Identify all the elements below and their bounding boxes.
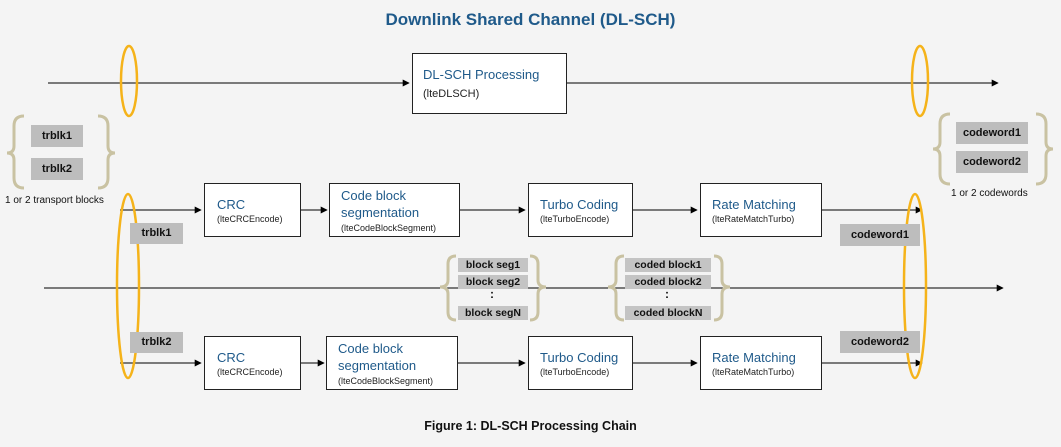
output-codeword1: codeword1 (956, 122, 1028, 144)
chain1-turbo-box: Turbo Coding (lteTurboEncode) (528, 183, 633, 237)
chain2-cbs-func: (lteCodeBlockSegment) (338, 376, 434, 386)
chain2-turbo-label: Turbo Coding (540, 350, 619, 365)
chain1-cbs-label-line1: Code block (341, 188, 407, 203)
coded-block-n: coded blockN (625, 306, 711, 320)
chain1-crc-label: CRC (217, 197, 246, 212)
blockseg-right-brace (529, 254, 547, 322)
chain2-crc-label: CRC (217, 350, 246, 365)
blockseg-left-brace (439, 254, 457, 322)
codedblock-left-brace (607, 254, 625, 322)
chain2-output-label: codeword2 (840, 331, 920, 353)
coded-block-1: coded block1 (625, 258, 711, 272)
chain2-cbs-label-line2: segmentation (338, 358, 417, 373)
bottom-right-ellipse (902, 192, 928, 380)
chain1-turbo-func: (lteTurboEncode) (540, 214, 610, 224)
top-right-ellipse (910, 44, 930, 118)
chain2-crc-box: CRC (lteCRCEncode) (204, 336, 301, 390)
chain1-rm-func: (lteRateMatchTurbo) (712, 214, 795, 224)
chain2-cbs-label-line1: Code block (338, 341, 404, 356)
coded-block-2: coded block2 (625, 275, 711, 289)
chain1-input-label: trblk1 (130, 223, 183, 244)
top-left-ellipse (119, 44, 139, 118)
chain1-crc-box: CRC (lteCRCEncode) (204, 183, 301, 237)
chain2-turbo-box: Turbo Coding (lteTurboEncode) (528, 336, 633, 390)
chain2-cbs-box: Code block segmentation (lteCodeBlockSeg… (326, 336, 458, 390)
output-left-brace (932, 112, 951, 186)
input-note: 1 or 2 transport blocks (5, 195, 104, 206)
chain1-rm-box: Rate Matching (lteRateMatchTurbo) (700, 183, 822, 237)
input-trblk1: trblk1 (31, 125, 83, 147)
block-seg-n: block segN (458, 306, 528, 320)
chain1-cbs-label-line2: segmentation (341, 205, 420, 220)
dlsch-processing-func: (lteDLSCH) (423, 88, 480, 100)
figure-caption: Figure 1: DL-SCH Processing Chain (424, 419, 637, 433)
chain2-turbo-func: (lteTurboEncode) (540, 367, 610, 377)
chain1-output-label: codeword1 (840, 224, 920, 246)
chain2-rm-label: Rate Matching (712, 350, 796, 365)
chain1-rm-label: Rate Matching (712, 197, 796, 212)
coded-block-ellipsis: : (665, 287, 669, 301)
chain2-input-label: trblk2 (130, 332, 183, 353)
chain1-cbs-box: Code block segmentation (lteCodeBlockSeg… (329, 183, 460, 237)
output-note: 1 or 2 codewords (951, 188, 1028, 199)
output-right-brace (1035, 112, 1054, 186)
chain1-turbo-label: Turbo Coding (540, 197, 619, 212)
codedblock-right-brace (713, 254, 731, 322)
dlsch-processing-box: DL-SCH Processing (lteDLSCH) (412, 53, 567, 114)
chain1-cbs-func: (lteCodeBlockSegment) (341, 223, 437, 233)
output-codeword2: codeword2 (956, 151, 1028, 173)
block-seg-2: block seg2 (458, 275, 528, 289)
input-left-brace (6, 114, 25, 190)
chain2-rm-func: (lteRateMatchTurbo) (712, 367, 795, 377)
chain1-crc-func: (lteCRCEncode) (217, 214, 283, 224)
chain2-rm-box: Rate Matching (lteRateMatchTurbo) (700, 336, 822, 390)
block-seg-ellipsis: : (490, 287, 494, 301)
input-trblk2: trblk2 (31, 158, 83, 180)
diagram-title: Downlink Shared Channel (DL-SCH) (385, 10, 676, 29)
bottom-left-ellipse (115, 192, 141, 380)
dlsch-processing-label: DL-SCH Processing (423, 67, 540, 82)
input-right-brace (97, 114, 116, 190)
block-seg-1: block seg1 (458, 258, 528, 272)
chain2-crc-func: (lteCRCEncode) (217, 367, 283, 377)
